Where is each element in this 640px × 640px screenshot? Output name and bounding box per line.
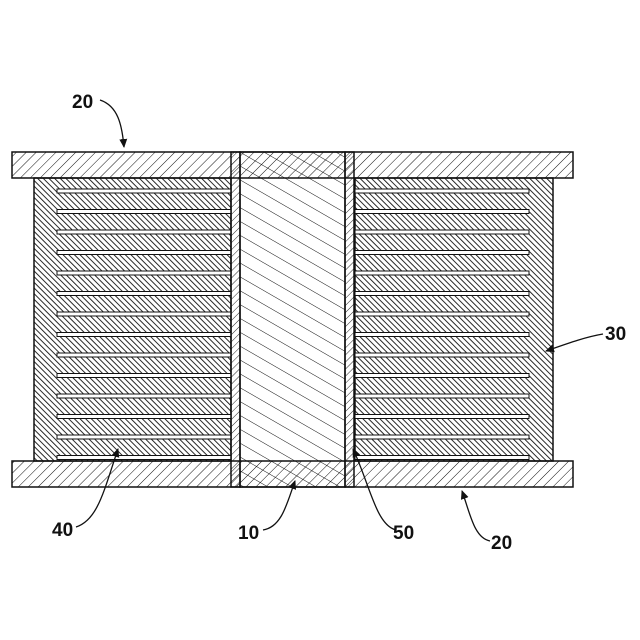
right-layer-strip — [355, 415, 529, 419]
label-40: 40 — [52, 520, 73, 541]
left-sleeve — [231, 152, 240, 487]
label-20-bottom: 20 — [491, 533, 512, 554]
right-layer-strip — [355, 312, 529, 316]
left-layer-strip — [57, 435, 231, 439]
right-layer-strip — [355, 189, 529, 193]
right-sleeve — [345, 152, 354, 487]
right-layer-strip — [355, 435, 529, 439]
leader-line-10 — [263, 481, 295, 530]
left-layer-strip — [57, 271, 231, 275]
left-layer-strip — [57, 374, 231, 378]
label-50: 50 — [393, 523, 414, 544]
left-layer-strip — [57, 292, 231, 296]
left-layer-strip — [57, 353, 231, 357]
right-layer-strip — [355, 374, 529, 378]
right-layer-strip — [355, 210, 529, 214]
label-30: 30 — [605, 324, 626, 345]
right-layer-strip — [355, 271, 529, 275]
right-layer-strip — [355, 251, 529, 255]
right-layer-strip — [355, 230, 529, 234]
left-layer-strip — [57, 312, 231, 316]
left-layer-strip — [57, 210, 231, 214]
left-layer-strip — [57, 394, 231, 398]
label-10: 10 — [238, 523, 259, 544]
right-layer-strip — [355, 333, 529, 337]
core — [240, 152, 345, 487]
leader-line-20-top — [100, 100, 124, 147]
left-layer-strip — [57, 189, 231, 193]
left-layer-strip — [57, 415, 231, 419]
right-layer-strip — [355, 292, 529, 296]
right-layer-strip — [355, 353, 529, 357]
left-layer-strip — [57, 251, 231, 255]
label-20-top: 20 — [72, 92, 93, 113]
left-layer-strip — [57, 230, 231, 234]
left-layer-strip — [57, 333, 231, 337]
leader-line-20-bottom — [462, 491, 490, 541]
leader-line-30 — [546, 334, 603, 351]
right-layer-strip — [355, 394, 529, 398]
left-layer-strip — [57, 456, 231, 460]
right-layer-strip — [355, 456, 529, 460]
